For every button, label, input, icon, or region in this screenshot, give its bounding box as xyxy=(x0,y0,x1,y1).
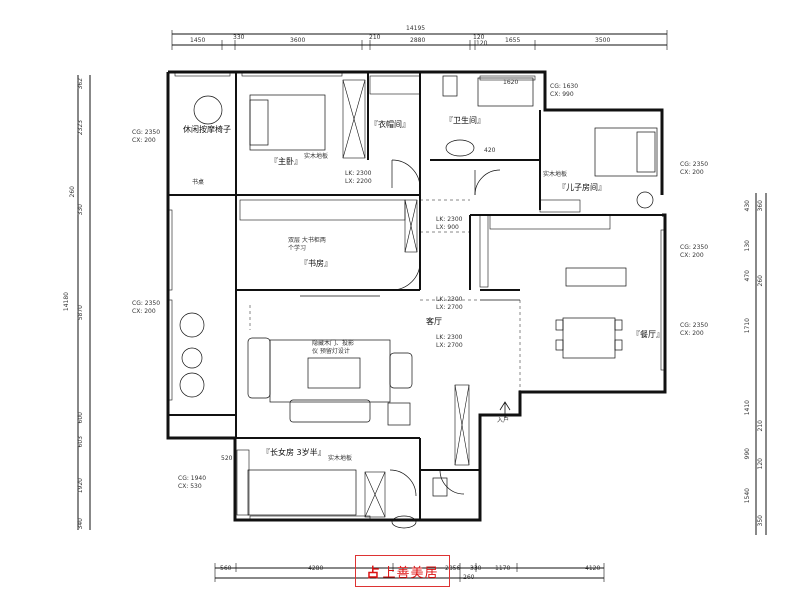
dim-left-8: 1920 xyxy=(77,478,84,494)
dim-right-2: 360 xyxy=(757,200,764,212)
dim-bottom-3: 2856 xyxy=(445,565,461,572)
dim-left-9: 340 xyxy=(77,518,84,530)
room-label-son: 『儿子房间』 xyxy=(558,183,606,192)
note-floor-son: 实木地板 xyxy=(543,171,568,178)
brand-logo: 占 上善美居 xyxy=(355,555,450,587)
note-desk: 书桌 xyxy=(192,179,205,186)
spec-son-right: CG: 2350 CX: 200 xyxy=(680,161,709,176)
dim-right-11: 1540 xyxy=(744,488,751,504)
dim-right-7: 1410 xyxy=(744,400,751,416)
logo-icon: 占 xyxy=(366,565,380,581)
dim-right-6: 1710 xyxy=(744,318,751,334)
dim-bottom-small: 260 xyxy=(463,574,475,581)
note-living: 隐藏木门、投影 仪 预留灯设计 xyxy=(312,340,355,355)
spec-left-mid: CG: 2350 CX: 200 xyxy=(132,300,161,315)
note-floor-master: 实木地板 xyxy=(304,153,329,160)
note-floor-daughter: 实木地板 xyxy=(328,455,353,462)
dim-bottom-5: 1170 xyxy=(495,565,511,572)
spec-living-top2: LK: 2300 LX: 2700 xyxy=(436,334,463,349)
dim-top-total: 14195 xyxy=(406,25,426,32)
dim-top-2: 330 xyxy=(233,34,245,41)
dim-left-5: 5870 xyxy=(77,305,84,321)
dim-right-8: 210 xyxy=(757,420,764,432)
dim-bottom-2: 4280 xyxy=(308,565,324,572)
dim-top-1: 1450 xyxy=(190,37,206,44)
room-label-bath: 『卫生间』 xyxy=(445,116,485,125)
spec-leisure: CG: 2350 CX: 200 xyxy=(132,129,161,144)
room-label-closet: 『衣帽间』 xyxy=(370,120,410,129)
spec-bath-small2: 420 xyxy=(484,147,496,154)
spec-mid-right: CG: 2350 CX: 200 xyxy=(680,244,709,259)
dim-left-total: 14180 xyxy=(63,292,70,312)
spec-son: CG: 1630 CX: 990 xyxy=(550,83,579,98)
room-label-daughter: 『长女房 3岁半』 xyxy=(262,448,326,457)
spec-daughter: CG: 1940 CX: 530 xyxy=(178,475,207,490)
room-label-study: 『书房』 xyxy=(300,259,332,268)
dim-right-3: 130 xyxy=(744,240,751,252)
dim-left-1: 362 xyxy=(77,78,84,90)
spec-master: LK: 2300 LX: 2200 xyxy=(345,170,372,185)
room-label-master: 『主卧』 xyxy=(270,157,302,166)
dim-bottom-1: 560 xyxy=(220,565,232,572)
dim-top-7: 1655 xyxy=(505,37,521,44)
dim-top-5: 2880 xyxy=(410,37,426,44)
dim-left-3: 260 xyxy=(69,186,76,198)
dim-top-8: 3500 xyxy=(595,37,611,44)
dim-top-6: 120 xyxy=(473,34,485,41)
dim-left-4: 330 xyxy=(77,204,84,216)
dim-right-12: 350 xyxy=(757,515,764,527)
dim-right-10: 120 xyxy=(757,458,764,470)
room-label-dining: 『餐厅』 xyxy=(632,330,664,339)
spec-bath-small: 1620 xyxy=(503,79,519,86)
dim-bottom-6: 4120 xyxy=(585,565,601,572)
spec-daughter-small: 520 xyxy=(221,455,233,462)
dim-top-4: 210 xyxy=(369,34,381,41)
note-entry: 入户 xyxy=(497,417,510,424)
spec-study-top: LK: 2300 LX: 900 xyxy=(436,216,463,231)
dim-top-3: 3600 xyxy=(290,37,306,44)
note-study: 双层 大书柜两 个学习 xyxy=(288,237,326,252)
dim-right-1: 430 xyxy=(744,200,751,212)
dim-right-5: 260 xyxy=(757,275,764,287)
dim-right-4: 470 xyxy=(744,270,751,282)
room-label-leisure: 休闲按摩椅子 xyxy=(183,125,231,134)
dim-top-small: 120 xyxy=(476,40,488,47)
dim-right-9: 990 xyxy=(744,448,751,460)
spec-dining-right: CG: 2350 CX: 200 xyxy=(680,322,709,337)
dim-left-6: 600 xyxy=(77,412,84,424)
dim-left-2: 2323 xyxy=(77,120,84,136)
logo-text: 上善美居 xyxy=(382,565,439,581)
room-label-living: 客厅 xyxy=(426,317,442,326)
spec-living-top: LK: 2300 LX: 2700 xyxy=(436,296,463,311)
dim-bottom-4: 330 xyxy=(470,565,482,572)
dim-left-7: 603 xyxy=(77,436,84,448)
